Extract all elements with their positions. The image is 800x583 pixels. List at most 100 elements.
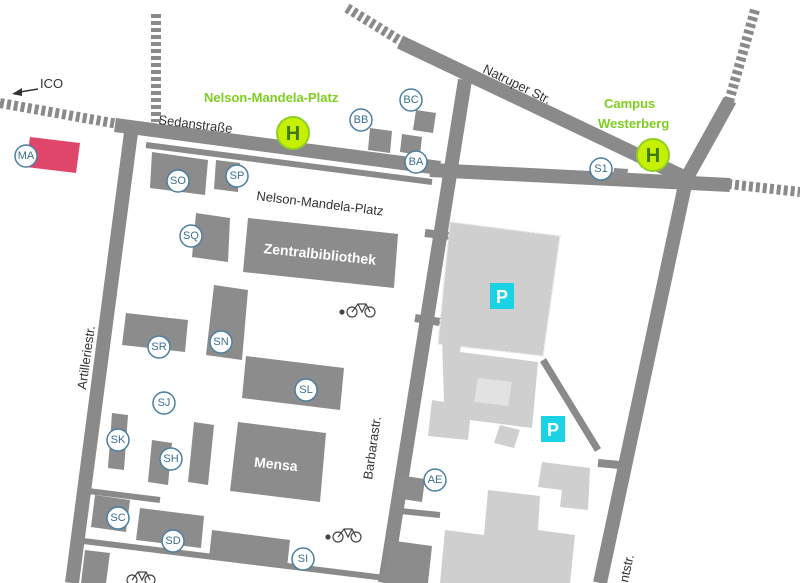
road-stub-3 xyxy=(597,459,621,469)
label-nelson-mandela-platz-street: Nelson-Mandela-Platz xyxy=(256,188,385,218)
bus-stop-symbol: H xyxy=(286,123,300,145)
marker-sn[interactable]: SN xyxy=(209,330,233,354)
marker-sj[interactable]: SJ xyxy=(152,391,176,415)
svg-text:SD: SD xyxy=(165,535,180,547)
parking-label: P xyxy=(547,420,559,440)
svg-text:SR: SR xyxy=(151,341,166,353)
building-ae xyxy=(395,475,425,502)
building-sq xyxy=(192,213,230,262)
road-artilleriestr xyxy=(65,124,139,583)
building-ba-small xyxy=(400,134,422,155)
building-bc xyxy=(413,110,436,133)
building-markers: MA BC BB BA SO SP SQ SR SN SL SJ SK SH S… xyxy=(14,88,613,571)
label-stop-campus-line2: Westerberg xyxy=(598,116,669,131)
svg-text:MA: MA xyxy=(18,150,35,162)
area-small-square xyxy=(494,425,520,448)
building-sl xyxy=(242,356,344,410)
road-nm-platz xyxy=(145,142,433,185)
marker-ae[interactable]: AE xyxy=(423,468,447,492)
marker-bb[interactable]: BB xyxy=(349,108,373,132)
building-sw-corner xyxy=(81,550,110,583)
dash-northeast xyxy=(723,8,760,107)
bus-stop-icon xyxy=(636,138,670,172)
road-east xyxy=(593,183,692,583)
marker-so[interactable]: SO xyxy=(166,169,190,193)
svg-text:SH: SH xyxy=(163,453,178,465)
bus-stop-symbol: H xyxy=(646,145,660,167)
area-southeast xyxy=(538,462,590,510)
building-s1-small xyxy=(613,168,628,180)
label-mensa: Mensa xyxy=(253,454,298,474)
building-sd xyxy=(136,508,204,548)
svg-text:SC: SC xyxy=(110,512,125,524)
bus-stop-campus-westerberg: Campus Westerberg H xyxy=(598,96,670,172)
bicycle-icon xyxy=(325,528,362,543)
building-si xyxy=(209,530,290,568)
bicycle-icon xyxy=(126,571,156,583)
svg-text:SO: SO xyxy=(170,175,186,187)
building-se-corner xyxy=(384,540,432,583)
road-stub-1 xyxy=(424,229,451,240)
parking-2: P xyxy=(541,416,565,442)
marker-sk[interactable]: SK xyxy=(106,428,130,452)
svg-text:BA: BA xyxy=(409,156,424,168)
parking-icon xyxy=(541,416,565,442)
svg-text:SQ: SQ xyxy=(183,230,199,242)
svg-text:S1: S1 xyxy=(594,163,607,175)
svg-text:SI: SI xyxy=(298,553,308,565)
svg-text:BC: BC xyxy=(403,94,418,106)
svg-text:AE: AE xyxy=(428,474,443,486)
marker-bc[interactable]: BC xyxy=(399,88,423,112)
svg-text:SN: SN xyxy=(213,336,228,348)
area-south xyxy=(440,490,575,583)
buildings xyxy=(81,110,628,583)
arrow-left-icon xyxy=(19,88,39,93)
road-south-1 xyxy=(79,487,161,503)
marker-sd[interactable]: SD xyxy=(161,529,185,553)
bus-stop-icon xyxy=(276,116,310,150)
svg-text:SL: SL xyxy=(299,384,312,396)
road-barbarastr xyxy=(378,78,472,583)
parking-icon xyxy=(490,283,514,309)
building-zentralbibliothek xyxy=(243,218,398,288)
road-south-east xyxy=(389,507,441,518)
building-sr xyxy=(122,313,188,352)
marker-ba[interactable]: BA xyxy=(404,150,428,174)
bus-stop-nelson-mandela: Nelson-Mandela-Platz H xyxy=(204,90,339,150)
building-bb xyxy=(368,128,392,153)
svg-text:SK: SK xyxy=(111,434,126,446)
marker-si[interactable]: SI xyxy=(291,547,315,571)
marker-sq[interactable]: SQ xyxy=(179,224,203,248)
marker-sr[interactable]: SR xyxy=(147,335,171,359)
dash-east xyxy=(727,179,800,197)
building-mensa xyxy=(230,422,326,502)
label-stop-campus-line1: Campus xyxy=(604,96,655,111)
bicycle-icon xyxy=(339,303,376,318)
areas xyxy=(428,221,590,583)
building-sh-b xyxy=(188,422,214,485)
marker-s1[interactable]: S1 xyxy=(589,157,613,181)
marker-sp[interactable]: SP xyxy=(225,164,249,188)
label-third-street: ntstr. xyxy=(616,553,637,583)
marker-sl[interactable]: SL xyxy=(294,378,318,402)
parking-label: P xyxy=(496,287,508,307)
marker-sh[interactable]: SH xyxy=(159,447,183,471)
road-diag-parking xyxy=(540,358,601,452)
road-ne-diagonal xyxy=(673,96,737,194)
building-ma xyxy=(26,137,80,173)
road-stub-2 xyxy=(414,314,441,326)
arrow-left-icon-head xyxy=(12,88,22,96)
marker-ma[interactable]: MA xyxy=(14,144,38,168)
svg-text:SP: SP xyxy=(230,170,245,182)
area-courtyard xyxy=(474,378,512,406)
svg-text:BB: BB xyxy=(354,114,369,126)
svg-text:SJ: SJ xyxy=(158,397,171,409)
parking-1: P xyxy=(490,283,514,309)
road-sedanstrasse xyxy=(114,118,441,175)
label-ico: ICO xyxy=(40,76,63,91)
dash-west xyxy=(0,98,119,129)
label-stop-nelson-mandela: Nelson-Mandela-Platz xyxy=(204,90,339,105)
marker-sc[interactable]: SC xyxy=(106,506,130,530)
label-barbarastr: Barbarastr. xyxy=(360,415,384,480)
